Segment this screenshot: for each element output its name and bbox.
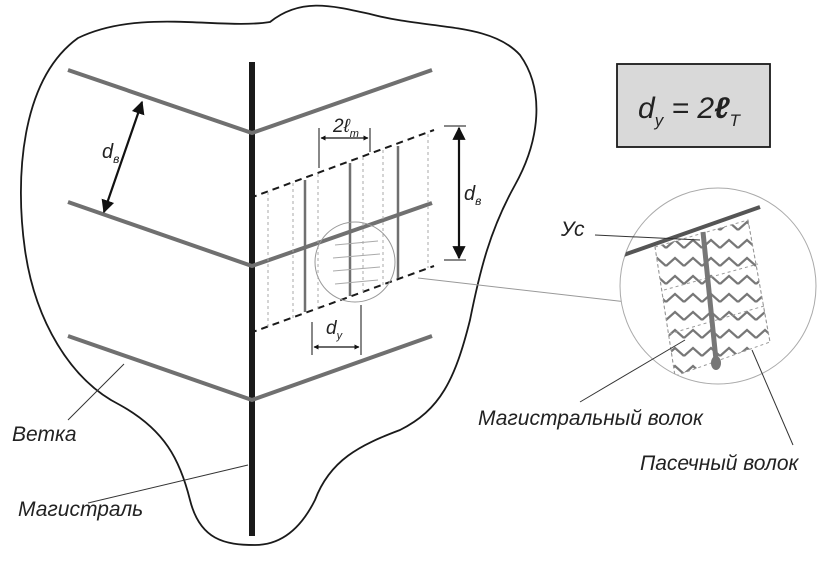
branch-2: [67, 200, 433, 269]
dim-label-2lt: 2ℓт: [332, 116, 359, 140]
label-branch: Ветка: [12, 423, 77, 446]
zoom-detail: [619, 187, 817, 385]
branches: [67, 68, 433, 403]
dim-arrow-dv-left: [101, 100, 145, 214]
dim-label-dv-left: dв: [102, 141, 119, 166]
formula-text: dу = 2ℓТ: [638, 92, 742, 130]
label-trunk: Магистраль: [18, 498, 143, 521]
label-uc: Ус: [560, 218, 585, 241]
dim-label-dv-right: dв: [464, 183, 481, 208]
cutting-area-outline: [20, 4, 538, 546]
formula-box: [616, 63, 771, 148]
zoom-source-circle: [314, 221, 396, 303]
main-skid-line: [620, 205, 761, 260]
dim-label-dy: dу: [326, 318, 344, 342]
branch-1: [67, 68, 433, 136]
label-main-skid: Магистральный волок: [478, 407, 704, 430]
label-strip-skid: Пасечный волок: [640, 452, 800, 475]
strip-skid-line: [700, 231, 719, 361]
strip-zone: [249, 129, 435, 334]
branch-3: [67, 334, 433, 403]
